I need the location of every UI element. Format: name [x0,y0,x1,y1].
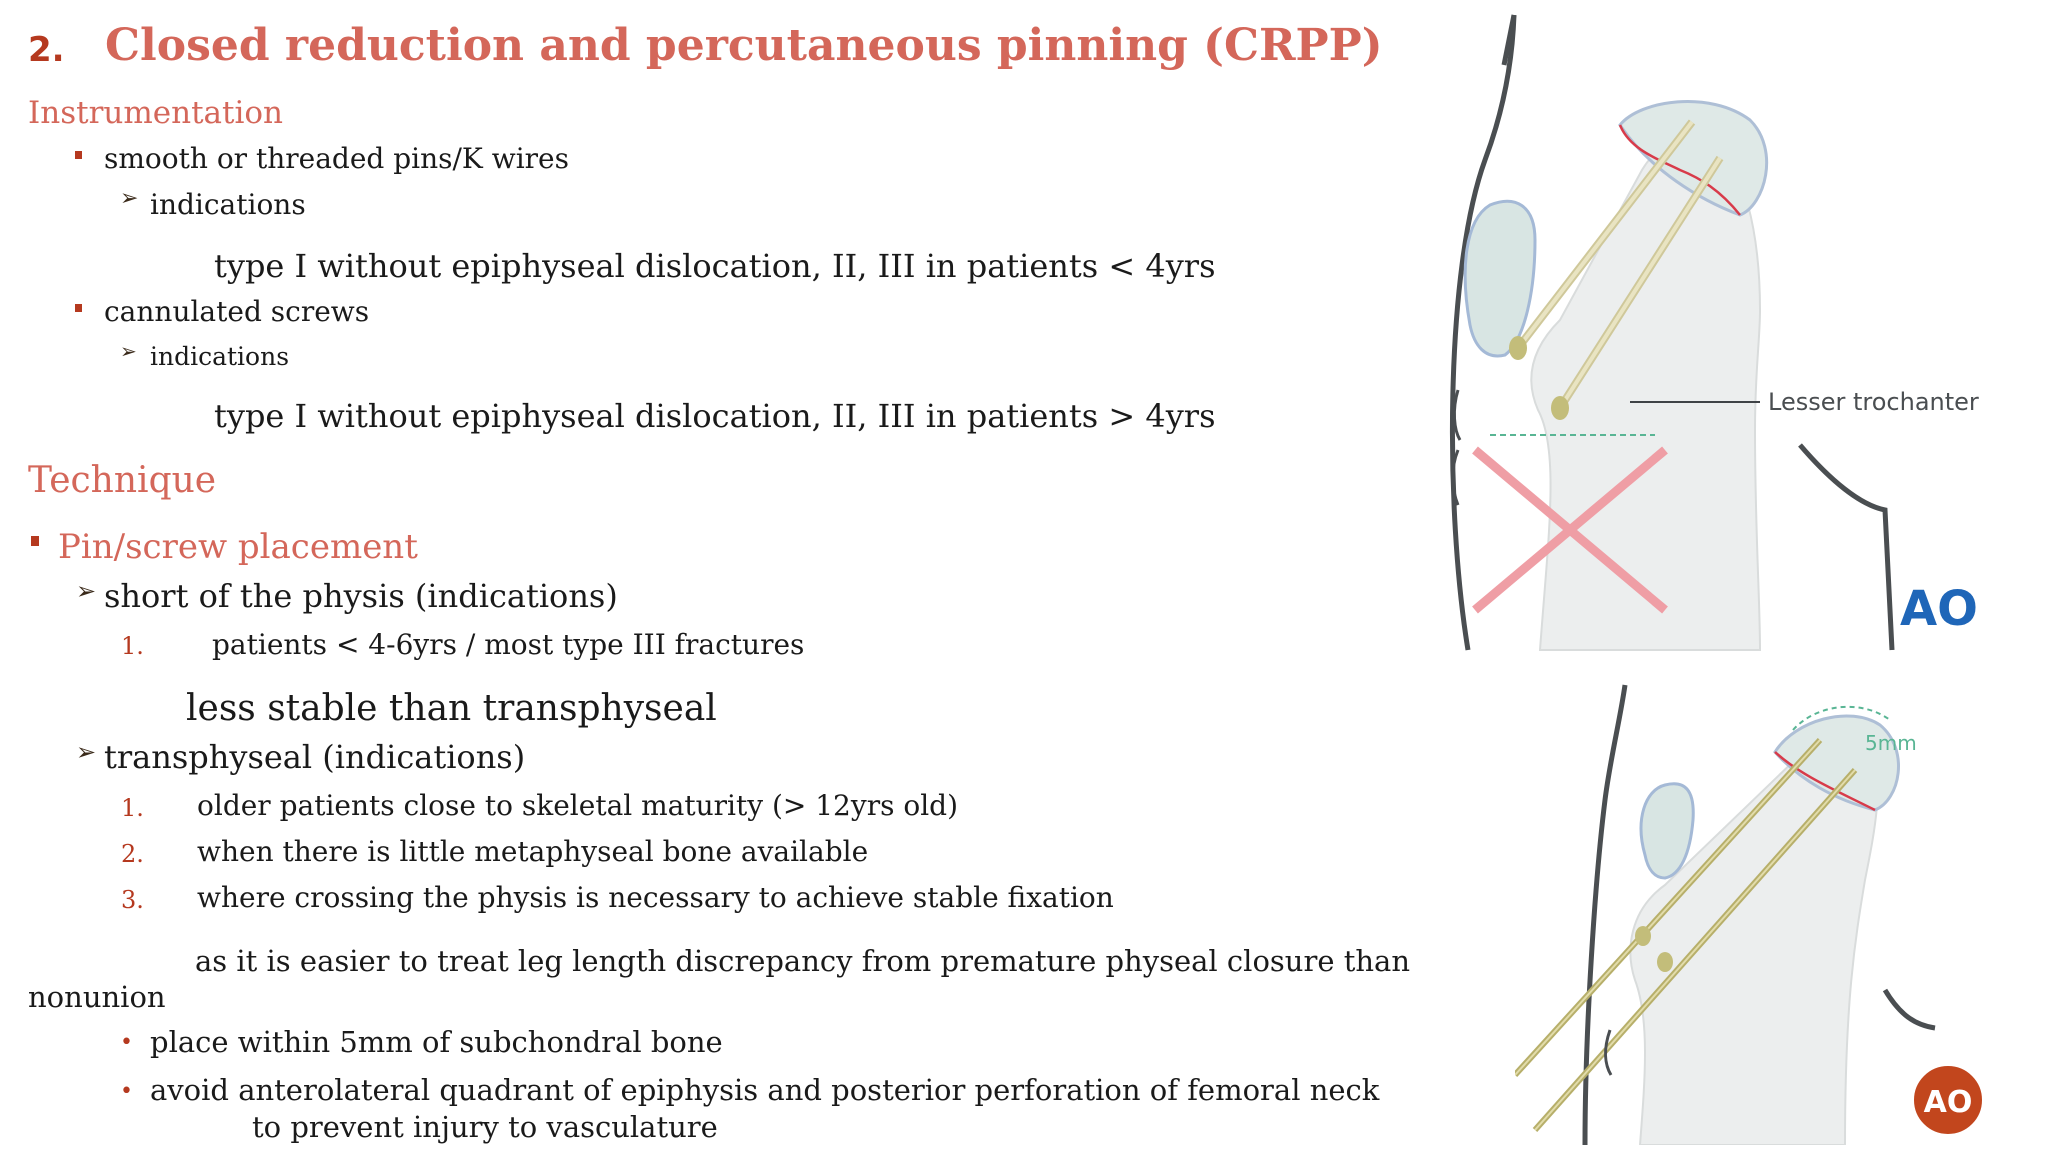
list-number: 1. [121,632,144,660]
square-bullet-icon [31,536,39,546]
round-bullet-icon: • [120,1079,133,1104]
arrow-bullet-icon: ➢ [76,738,97,766]
transphyseal-note-cont: nonunion [28,980,166,1014]
arrow-bullet-icon: ➢ [76,577,97,605]
placement-bullet: place within 5mm of subchondral bone [150,1025,723,1059]
ao-circle-logo: AO [1924,1085,1973,1120]
list-number: 1. [121,794,144,822]
list-number: 2. [121,840,144,868]
list-number: 3. [121,886,144,914]
five-mm-label: 5mm [1865,731,1917,755]
technique-label: Technique [28,460,217,501]
hip-pinning-figure-top: Lesser trochanter AO [1430,10,1990,660]
round-bullet-icon: • [120,1030,133,1055]
ao-logo: AO [1900,581,1978,637]
hip-pinning-figure-bottom: 5mm AO [1515,680,1990,1145]
page-title: Closed reduction and percutaneous pinnin… [105,20,1383,71]
arrow-bullet-icon: ➢ [120,339,137,363]
transphyseal-note: as it is easier to treat leg length disc… [195,944,1410,978]
screws-indications: indications [150,342,290,371]
lesser-trochanter-label: Lesser trochanter [1768,388,1979,416]
list-item: older patients close to skeletal maturit… [197,789,959,822]
transphyseal: transphyseal (indications) [104,738,526,776]
pins-indication-detail: type I without epiphyseal dislocation, I… [214,247,1216,285]
list-item: patients < 4-6yrs / most type III fractu… [212,628,805,661]
screws-item: cannulated screws [104,295,370,328]
square-bullet-icon [75,304,82,312]
list-item: where crossing the physis is necessary t… [197,881,1114,914]
list-item: when there is little metaphyseal bone av… [197,835,869,868]
heading-number: 2. [28,30,65,70]
placement-item: Pin/screw placement [58,527,418,567]
instrumentation-label: Instrumentation [28,95,284,131]
screws-indication-detail: type I without epiphyseal dislocation, I… [214,397,1216,435]
pins-item: smooth or threaded pins/K wires [104,142,569,175]
short-of-physis: short of the physis (indications) [104,577,618,615]
arrow-bullet-icon: ➢ [120,186,139,211]
placement-bullet: avoid anterolateral quadrant of epiphysi… [150,1073,1380,1107]
short-note: less stable than transphyseal [186,688,717,729]
placement-bullet-cont: to prevent injury to vasculature [252,1110,718,1144]
pins-indications: indications [150,188,306,221]
square-bullet-icon [75,151,82,159]
